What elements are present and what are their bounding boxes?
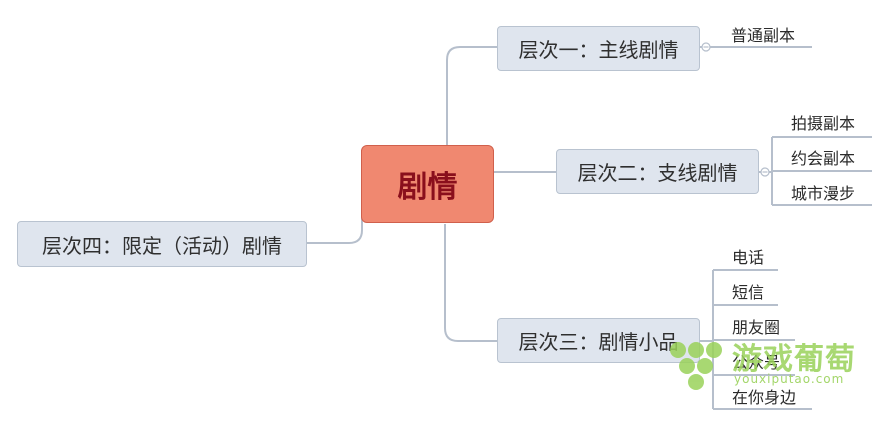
leaf-item[interactable]: 电话 (732, 248, 765, 267)
root-node[interactable]: 剧情 (361, 145, 494, 223)
branch-label: 层次三：剧情小品 (518, 330, 679, 354)
connector-root-branch4 (307, 185, 363, 244)
leaf-item[interactable]: 约会副本 (791, 149, 856, 168)
leaf-item[interactable]: 拍摄副本 (791, 114, 856, 133)
leaf-item[interactable]: 在你身边 (732, 388, 797, 407)
watermark-title: 游戏葡萄 (732, 342, 856, 377)
branch-node-2[interactable]: 层次二：支线剧情 (556, 149, 759, 194)
leaf-item[interactable]: 朋友圈 (732, 318, 781, 337)
grapes-logo-icon (670, 342, 722, 390)
branch-node-1[interactable]: 层次一：主线剧情 (497, 26, 700, 71)
leaf-item[interactable]: 普通副本 (731, 26, 796, 45)
root-label: 剧情 (397, 170, 458, 205)
connector-root-branch3 (444, 224, 497, 342)
watermark-subtitle: youxiputao.com (734, 372, 845, 386)
connector-root-branch1 (446, 46, 497, 146)
branch-label: 层次一：主线剧情 (518, 38, 679, 62)
watermark: 游戏葡萄 youxiputao.com (668, 334, 868, 390)
leaf-item[interactable]: 短信 (732, 283, 765, 302)
branch-node-4[interactable]: 层次四：限定（活动）剧情 (17, 221, 307, 267)
leaf-item[interactable]: 城市漫步 (791, 184, 856, 203)
leaf-item[interactable]: 公众号 (732, 353, 781, 372)
branch-label: 层次二：支线剧情 (577, 161, 738, 185)
branch-node-3[interactable]: 层次三：剧情小品 (497, 318, 700, 363)
branch-label: 层次四：限定（活动）剧情 (42, 233, 282, 258)
